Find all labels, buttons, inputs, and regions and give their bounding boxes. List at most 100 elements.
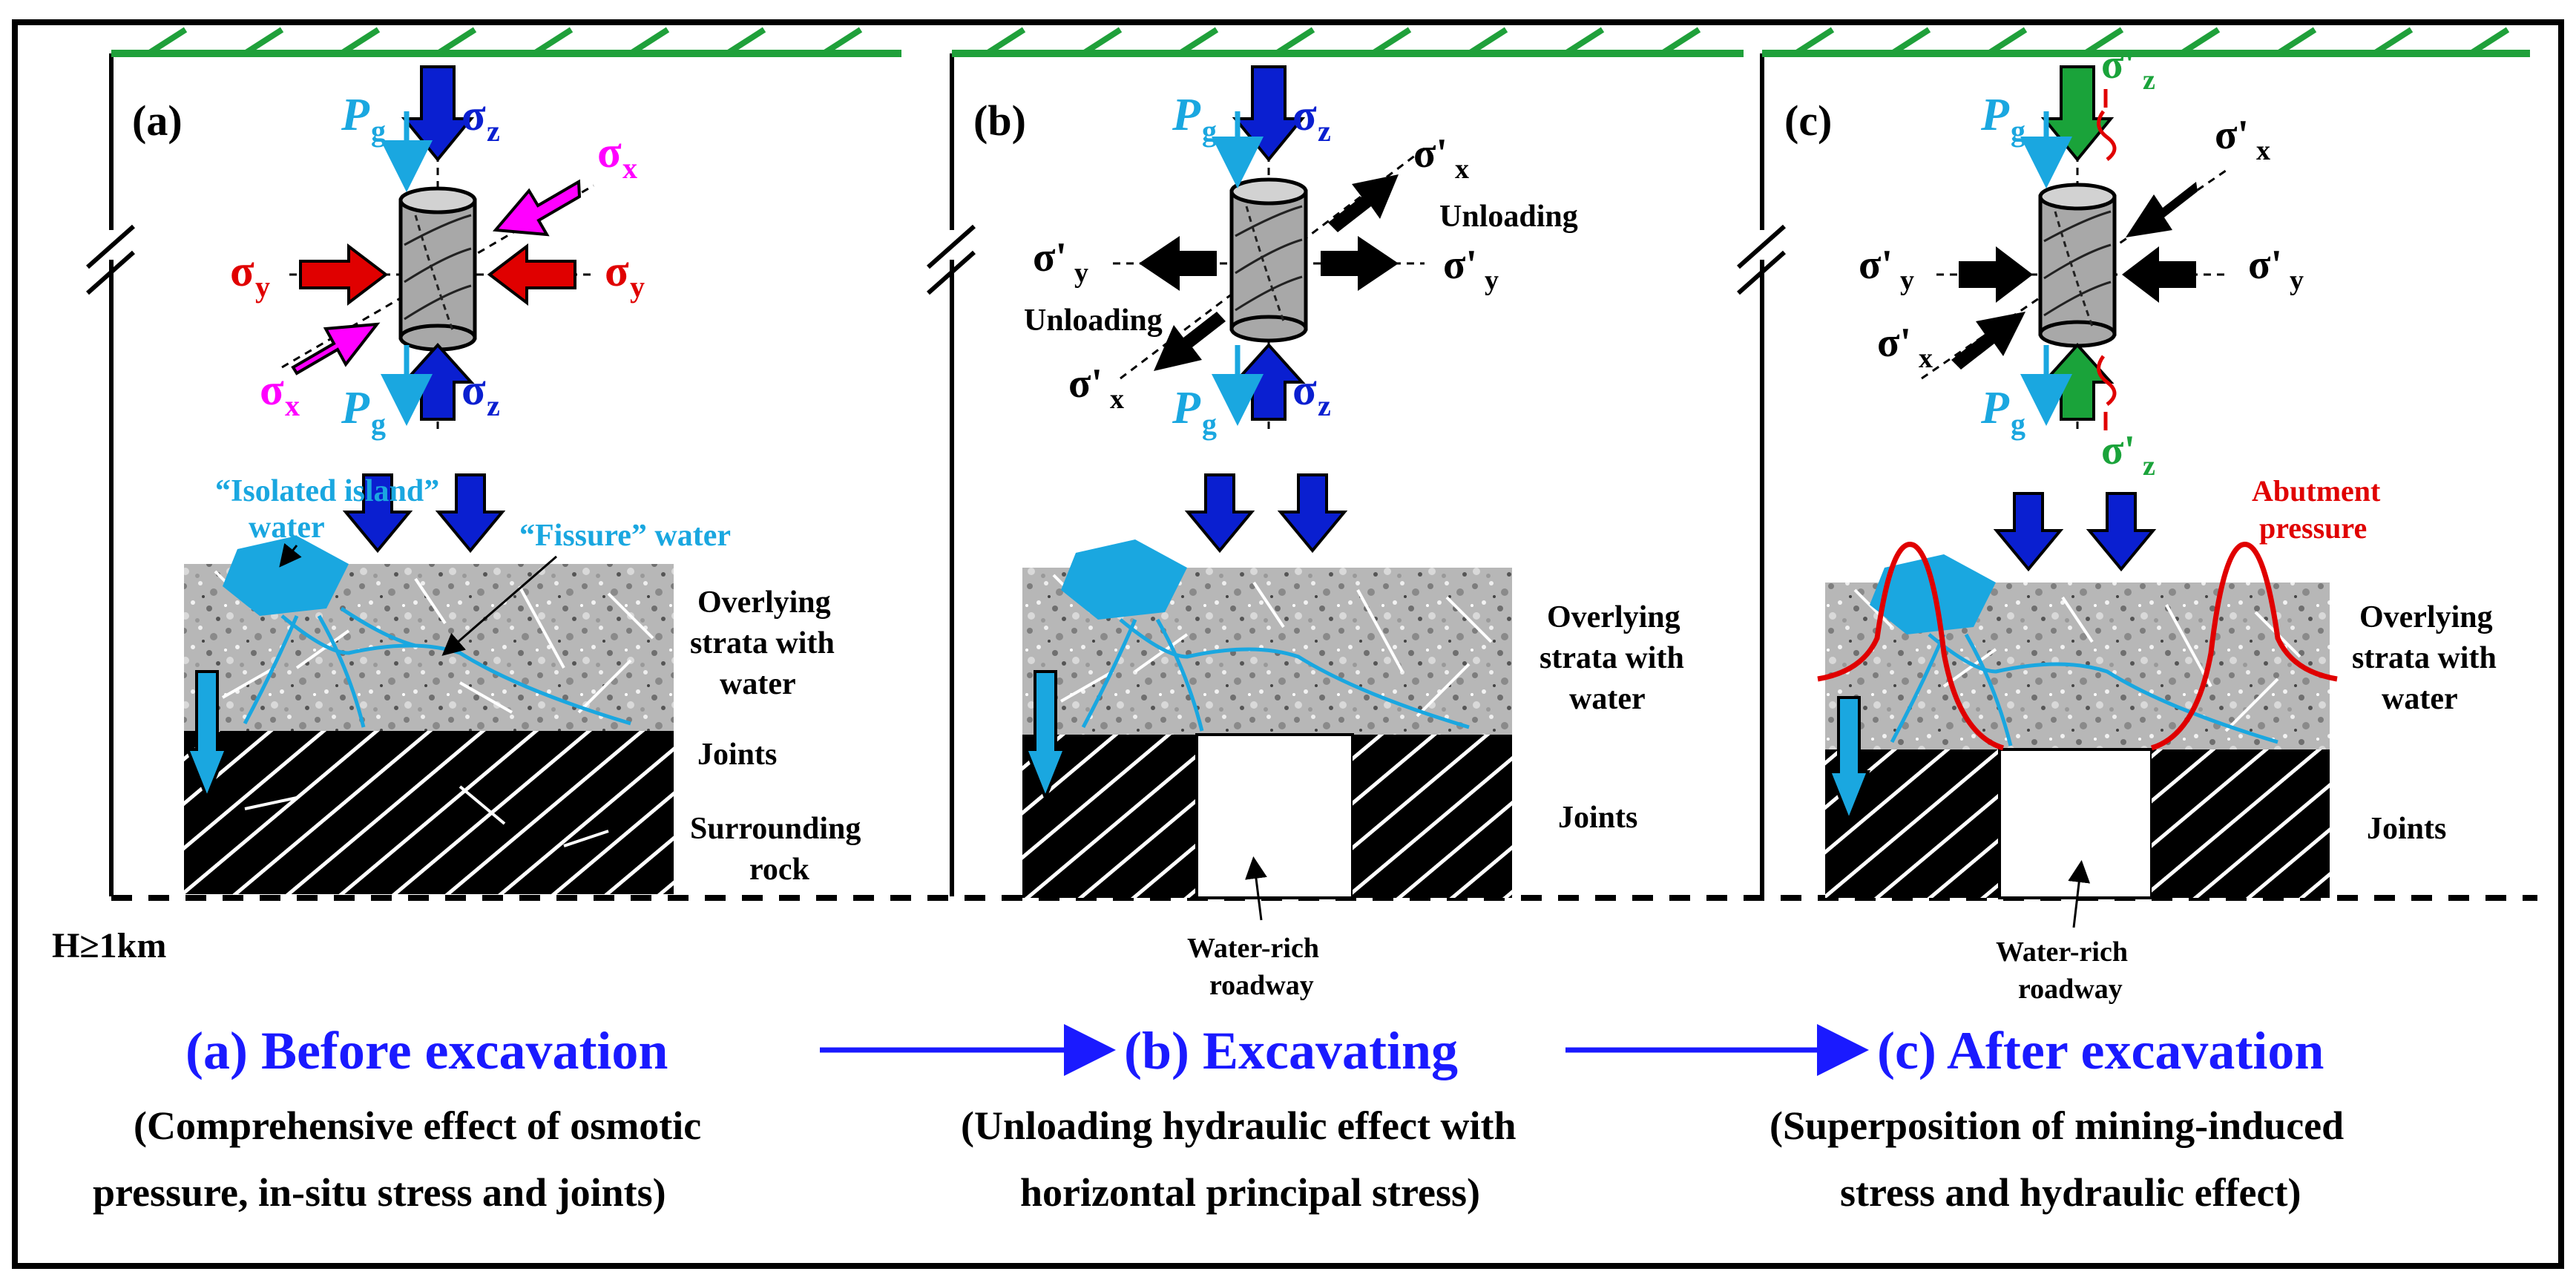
- sigma-prime-y-arrow-left: [1959, 246, 2033, 303]
- abutment-label-2: pressure: [2259, 511, 2367, 545]
- load-arrow: [1993, 492, 2064, 572]
- overlying-label-c: Overlying: [2359, 600, 2493, 634]
- sigma-x-arrow-lower: [291, 322, 381, 375]
- pg-label-top: P: [1172, 90, 1201, 140]
- sigma-prime-y-label-right: σ': [1443, 242, 1477, 288]
- roadway-label-c-2: roadway: [2018, 974, 2123, 1005]
- panel-b-strata: [1022, 539, 1512, 899]
- sigma-x-sub-upper: x: [622, 151, 637, 185]
- pg-label-bottom: P: [1172, 383, 1201, 433]
- seepage-arrow: [1827, 696, 1870, 824]
- sigma-z-sub-bottom: z: [1318, 389, 1331, 422]
- sigma-prime-x-sub-upper: x: [1455, 154, 1469, 185]
- load-arrow: [1277, 473, 1348, 554]
- stage-title-b: (b) Excavating: [1124, 1021, 1458, 1080]
- panel-c-tag: (c): [1784, 96, 1832, 145]
- pg-label-bottom: P: [1980, 383, 2010, 433]
- pg-label-top: P: [1980, 90, 2010, 140]
- stage-title-c: (c) After excavation: [1877, 1021, 2324, 1080]
- sigma-prime-x-arrow-lower: [1951, 312, 2025, 370]
- fissure-water: [243, 606, 631, 728]
- abutment-label: Abutment: [2252, 474, 2381, 508]
- red-perturbation-icon: [2097, 110, 2117, 406]
- roadway-label-b: Water-rich: [1187, 933, 1319, 964]
- panel-a-tag: (a): [132, 96, 183, 145]
- roadway-opening: [1998, 748, 2153, 899]
- sigma-prime-z-sub-top: z: [2143, 65, 2155, 96]
- stage-sub-b-1: (Unloading hydraulic effect with: [961, 1103, 1517, 1148]
- rock-cylinder: [1229, 177, 1308, 343]
- sigma-y-sub-left: y: [255, 270, 270, 303]
- stage-sub-b-2: horizontal principal stress): [1020, 1170, 1480, 1215]
- overlying-label-c-2: strata with: [2352, 641, 2497, 675]
- sigma-prime-x-sub-upper: x: [2256, 135, 2270, 166]
- rock-cylinder: [398, 186, 477, 352]
- sigma-prime-x-label-upper: σ': [2215, 112, 2249, 158]
- overlying-label-c-3: water: [2382, 682, 2458, 716]
- fissure-water-label: “Fissure” water: [519, 519, 731, 553]
- stage-sub-c-2: stress and hydraulic effect): [1840, 1170, 2301, 1215]
- pg-label-bottom: P: [341, 383, 370, 433]
- sigma-prime-x-sub-lower: x: [1919, 343, 1933, 374]
- isolated-island-water: [1061, 539, 1187, 620]
- seepage-arrow: [185, 670, 229, 802]
- sigma-z-label-top: σ: [461, 91, 486, 140]
- sigma-prime-y-arrow-right: [1321, 236, 1399, 291]
- panel-c-element: P g P g σ' z σ' z σ' y σ' y σ' x σ' x: [1859, 42, 2304, 482]
- panel-a-element: P g σ z P g σ z σ y σ y σ x σ x: [230, 65, 645, 441]
- rock-cylinder: [2038, 183, 2117, 348]
- pg-sub-bottom: g: [371, 407, 386, 441]
- sigma-z-label-bottom: σ: [1292, 365, 1317, 414]
- sigma-y-sub-right: y: [630, 270, 645, 303]
- stage-sub-c-1: (Superposition of mining-induced: [1770, 1103, 2344, 1148]
- sigma-z-label-top: σ: [1292, 91, 1317, 140]
- green-sigma-prime-z-arrow-bottom: [2040, 343, 2115, 421]
- abutment-pressure-curve-right: [2150, 542, 2338, 751]
- pg-sub-top: g: [1202, 114, 1217, 148]
- joints-label-b: Joints: [1558, 801, 1637, 835]
- overlying-label-b: Overlying: [1547, 600, 1680, 634]
- sigma-prime-y-sub-right: y: [1485, 265, 1499, 296]
- fissure-water: [1081, 618, 1470, 732]
- isolated-island-label: “Isolated island”: [215, 474, 439, 508]
- isolated-island-water: [223, 536, 349, 616]
- sigma-prime-x-sub-lower: x: [1110, 384, 1124, 415]
- sigma-prime-z-label-top: σ': [2101, 42, 2135, 88]
- sigma-y-arrow-left: [299, 243, 389, 306]
- pg-sub-bottom: g: [1202, 407, 1217, 441]
- overlying-label-b-3: water: [1569, 682, 1646, 716]
- sigma-prime-x-arrow-upper: [1328, 174, 1399, 232]
- sigma-prime-y-label-right: σ': [2248, 242, 2282, 288]
- panel-b-element: P g σ z P g σ z σ' y σ' y σ' x σ' x Unlo…: [1024, 65, 1578, 441]
- panel-c-frame: [1736, 27, 2530, 896]
- sigma-y-label-left: σ: [230, 246, 254, 295]
- sigma-x-sub-lower: x: [285, 389, 300, 422]
- panel-a-strata: [184, 536, 674, 894]
- unloading-label-left: Unloading: [1024, 303, 1163, 338]
- load-arrow: [342, 473, 413, 554]
- abutment-pressure-curve-left: [1817, 542, 2005, 751]
- sigma-z-sub-top: z: [487, 114, 500, 148]
- unloading-label-right: Unloading: [1439, 200, 1578, 234]
- sigma-prime-y-sub-right: y: [2290, 265, 2304, 296]
- sigma-prime-x-label-lower: σ': [1068, 361, 1103, 407]
- fissure-water: [1890, 633, 2278, 746]
- sigma-prime-z-label-bottom: σ': [2101, 427, 2135, 473]
- sigma-prime-y-label-left: σ': [1859, 242, 1893, 288]
- load-arrow: [435, 473, 506, 554]
- roadway-label-c: Water-rich: [1996, 936, 2128, 968]
- sigma-prime-y-sub-left: y: [1900, 265, 1914, 296]
- panel-c-strata: [1817, 542, 2338, 899]
- sigma-prime-x-arrow-lower: [1154, 312, 1226, 371]
- panel-b-frame: [926, 27, 1744, 896]
- surrounding-label: Surrounding: [690, 812, 861, 846]
- isolated-island-label-2: water: [249, 511, 325, 545]
- pg-label-top: P: [341, 90, 370, 140]
- pg-sub-bottom: g: [2011, 407, 2025, 441]
- sigma-x-arrow-upper: [492, 179, 582, 237]
- load-arrow: [2086, 492, 2157, 572]
- sigma-z-arrow-top: [401, 65, 475, 163]
- stage-sub-a-1: (Comprehensive effect of osmotic: [134, 1103, 701, 1148]
- sigma-prime-y-label-left: σ': [1033, 234, 1067, 280]
